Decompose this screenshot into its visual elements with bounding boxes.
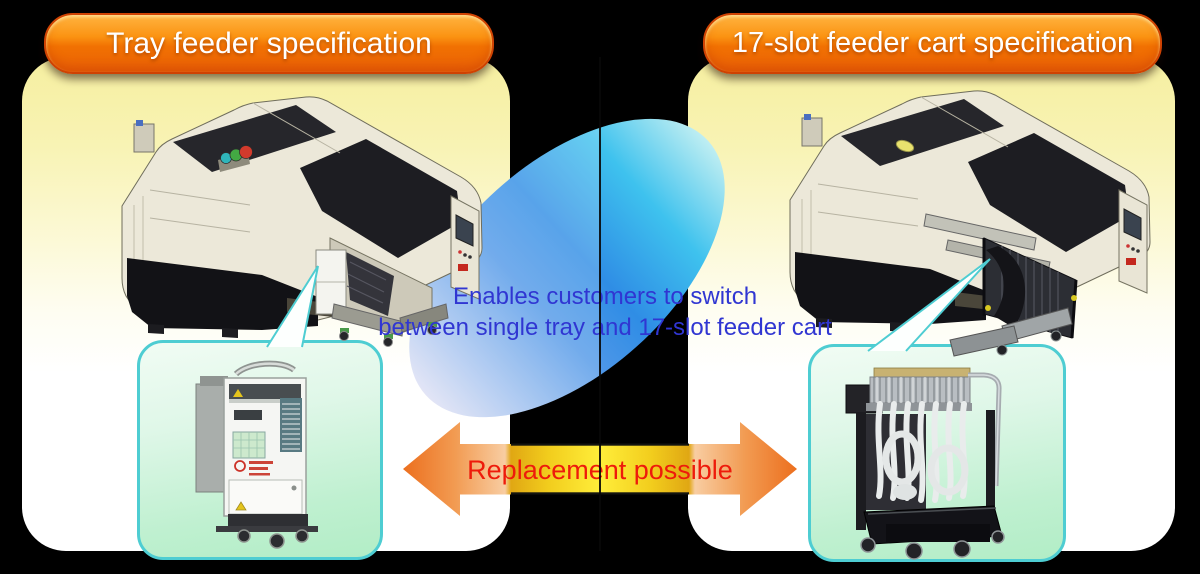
tray-feeder-callout-box — [137, 340, 383, 560]
right-panel-title: 17-slot feeder cart specification — [703, 13, 1162, 74]
center-message-line1: Enables customers to switch — [452, 283, 758, 310]
center-message: Enables customers to switch between sing… — [340, 281, 870, 343]
left-panel-title: Tray feeder specification — [44, 13, 494, 74]
feeder-cart-callout-box — [808, 344, 1066, 562]
center-message-line2: between single tray and 17-slot feeder c… — [378, 314, 832, 341]
image-seam-line — [599, 57, 601, 551]
